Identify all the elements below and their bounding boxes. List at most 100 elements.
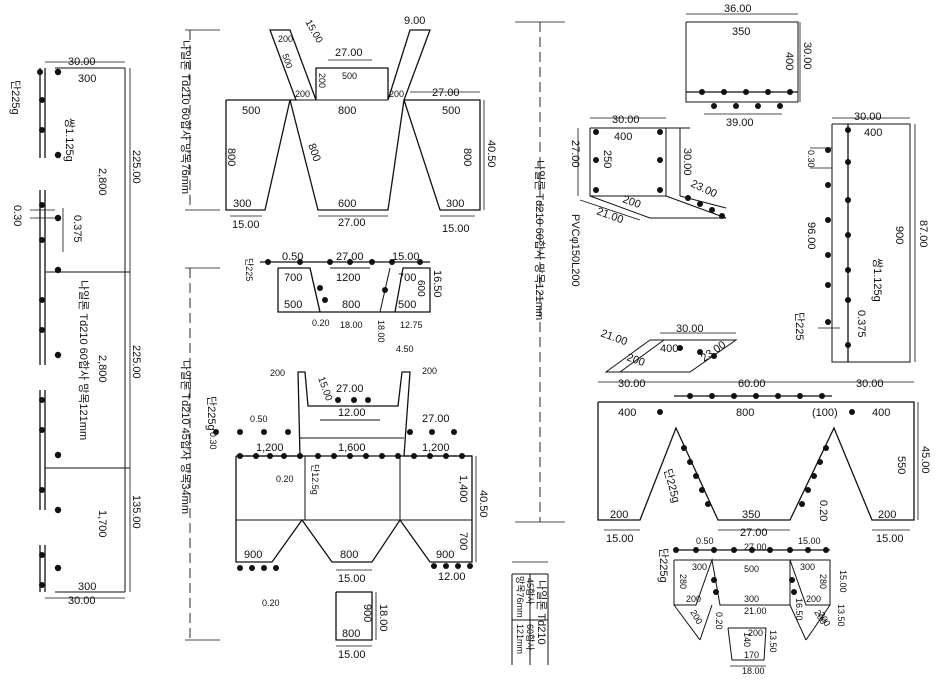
- dim-23: 23.00: [699, 339, 728, 365]
- dim-500-left: 500: [284, 299, 302, 311]
- dim-1200: 1200: [336, 272, 360, 284]
- label-single-225: 단225g: [9, 80, 22, 115]
- dim-200-left: 200: [270, 368, 285, 378]
- dim-550: 550: [895, 456, 907, 474]
- dim-top-300: 300: [78, 73, 96, 85]
- dim-800-diag: 800: [305, 142, 323, 163]
- dim-12-bottom: 12.00: [438, 571, 466, 583]
- legend-row1-a: 45합사: [525, 578, 535, 605]
- dim-300-mid: 300: [744, 594, 759, 604]
- dim-15-box: 15.00: [338, 649, 366, 661]
- panel-right-tall: 30.00 400 0.30 96.00 900 87.00 0.375 쌍1.…: [793, 111, 929, 363]
- dim-225-upper: 225.00: [130, 150, 142, 184]
- panel-right-box: 30.00 400 27.00 250 30.00 23.00 200 21.0…: [569, 114, 727, 287]
- dim-500-strip: 500: [342, 71, 357, 81]
- dim-200-vert: 200: [317, 73, 327, 88]
- dim-45: 45.00: [919, 446, 931, 474]
- dim-400: 400: [660, 343, 678, 355]
- dim-900-left: 900: [244, 549, 262, 561]
- dim-27: 27.00: [336, 251, 364, 263]
- dim-21: 21.00: [744, 606, 767, 616]
- dim-2800-lower: 2,800: [96, 355, 108, 383]
- dim-36: 36.00: [724, 3, 752, 15]
- dim-1350-b: 13.50: [768, 630, 778, 653]
- dim-96: 96.00: [805, 222, 817, 250]
- dim-500-left: 500: [242, 105, 260, 117]
- dim-500-diag: 500: [280, 52, 295, 70]
- legend-row1-b: 망목76mm: [515, 576, 525, 618]
- label-single-225g: 단225g: [661, 467, 683, 504]
- dim-0375: 0.375: [855, 310, 867, 338]
- dim-200: 200: [621, 194, 642, 212]
- dim-200-a: 200: [686, 594, 701, 604]
- dim-15-right: 15.00: [442, 223, 470, 235]
- dim-200-b: 200: [806, 594, 821, 604]
- panel-right-strip: 30.00 400 23.00 21.00 200: [599, 323, 738, 373]
- dim-200-left: 200: [295, 89, 310, 99]
- dim-200-right: 200: [389, 89, 404, 99]
- panel-bottom-mid: 나일론 Td210 45합사 망목34mm: [179, 267, 489, 661]
- dim-400-left: 400: [618, 407, 636, 419]
- dim-200-top: 200: [278, 34, 293, 44]
- dim-800-box: 800: [342, 628, 360, 640]
- dim-4050: 40.50: [485, 140, 497, 168]
- dim-400: 400: [864, 127, 882, 139]
- dim-900-right: 900: [436, 549, 454, 561]
- dim-200-c: 200: [688, 608, 704, 626]
- dim-18: 18.00: [377, 604, 389, 632]
- dim-0375: 0.375: [71, 215, 83, 243]
- dim-280-left: 280: [678, 574, 688, 589]
- dim-030: 0.30: [208, 432, 218, 450]
- dim-500-right: 500: [398, 299, 416, 311]
- dim-30: 30.00: [854, 111, 882, 123]
- dim-500: 500: [744, 564, 759, 574]
- panel-right-top: 36.00 350 400 30.00 39.00: [685, 3, 813, 129]
- dim-15-diag: 15.00: [302, 18, 324, 46]
- dim-280-right: 280: [818, 574, 828, 589]
- dim-300-left: 300: [692, 562, 707, 572]
- dim-1350-a: 13.50: [836, 604, 846, 627]
- label-net-121mm-center: 나일론 Td210 60합사 망목121mm: [533, 160, 547, 320]
- dim-18: 18.00: [742, 666, 765, 676]
- dim-bottom-300: 300: [78, 581, 96, 593]
- dim-15-left: 15.00: [606, 533, 634, 545]
- dim-18-b: 18.00: [376, 320, 386, 343]
- dim-200-right: 200: [422, 366, 437, 376]
- dim-020: 0.20: [312, 318, 330, 328]
- panel-right-bottom: 0.50 27.00 15.00 280 300 500 300 280 15.…: [657, 536, 848, 676]
- dim-200-f: 200: [816, 610, 832, 628]
- dim-140: 140: [742, 632, 752, 647]
- label-net-34mm: 나일론 Td210 45합사 망목34mm: [179, 360, 193, 514]
- dim-21: 21.00: [599, 328, 629, 349]
- panel-top-mid: 나일론 Td210 60합사 망목76mm 15.00 200 500 27.0…: [179, 15, 497, 235]
- dim-1700: 1,700: [96, 510, 108, 538]
- dim-030: 0.30: [806, 150, 816, 168]
- dim-21: 21.00: [595, 206, 625, 227]
- dim-1650: 16.50: [794, 598, 804, 621]
- dim-1275: 12.75: [400, 320, 423, 330]
- dim-700: 700: [457, 532, 469, 550]
- legend-row2-a: 60합사: [525, 624, 535, 651]
- dim-27-top: 27.00: [336, 383, 364, 395]
- dim-020: 0.20: [276, 474, 294, 484]
- dim-27-right: 27.00: [432, 87, 460, 99]
- dim-15-left: 15.00: [232, 219, 260, 231]
- dim-30: 30.00: [801, 42, 813, 70]
- dim-60: 60.00: [738, 378, 766, 390]
- dim-250: 250: [601, 150, 613, 168]
- dim-400: 400: [614, 131, 632, 143]
- dim-30: 30.00: [612, 114, 640, 126]
- panel-small-mid: 0.50 27.00 15.00 700 1200 700 600 16.50 …: [244, 251, 443, 343]
- dim-450: 4.50: [396, 344, 414, 354]
- dim-050: 0.50: [696, 536, 714, 546]
- dim-700-right: 700: [398, 272, 416, 284]
- dim-170: 170: [744, 650, 759, 660]
- dim-200-e: 200: [748, 628, 763, 638]
- legend-box: 나일론 Td210 45합사 망목76mm 60합사 121mm: [511, 561, 549, 665]
- dim-600: 600: [415, 280, 426, 297]
- dim-width-top: 30.00: [68, 56, 96, 68]
- dim-27: 27.00: [740, 527, 768, 539]
- dim-4050: 40.50: [477, 490, 489, 518]
- dim-1650: 16.50: [431, 270, 443, 298]
